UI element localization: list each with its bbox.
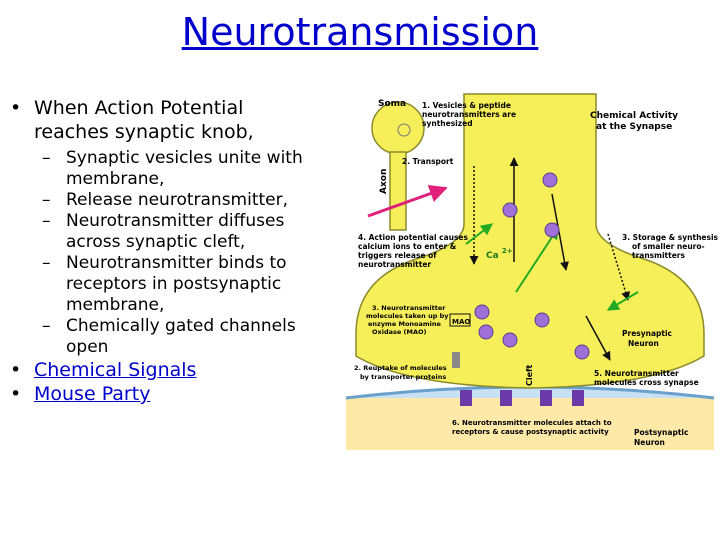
vesicle	[478, 324, 494, 340]
dash-marker: –	[42, 148, 51, 168]
sub-bullet-channels: – Chemically gated channels open	[10, 316, 335, 358]
sub-bullet-vesicles: – Synaptic vesicles unite with membrane,	[10, 148, 335, 190]
vesicle	[502, 332, 518, 348]
dash-marker: –	[42, 211, 51, 231]
postsynaptic-body	[346, 406, 714, 450]
sub-bullet-diffuses: – Neurotransmitter diffuses across synap…	[10, 211, 335, 253]
step5-label: 5. Neurotransmitter molecules cross syna…	[594, 369, 699, 387]
step6-label: 6. Neurotransmitter molecules attach to …	[452, 419, 614, 436]
sub-bullet-binds: – Neurotransmitter binds to receptors in…	[10, 253, 335, 316]
receptor	[500, 390, 512, 406]
receptor	[460, 390, 472, 406]
vesicle	[474, 304, 490, 320]
step1-label: 1. Vesicles & peptide neurotransmitters …	[422, 101, 519, 128]
bullet-action-potential: • When Action Potential reaches synaptic…	[10, 96, 335, 144]
sub-line: membrane,	[66, 295, 165, 315]
bullet-dot: •	[10, 359, 22, 381]
sub-bullet-release: – Release neurotransmitter,	[10, 190, 335, 211]
axon-shaft	[389, 151, 407, 231]
reuptake-label: 2. Reuptake of molecules by transporter …	[354, 364, 449, 381]
chemical-signals-link[interactable]: Chemical Signals	[34, 359, 197, 381]
dash-marker: –	[42, 316, 51, 336]
presynaptic-label: Presynaptic Neuron	[622, 329, 675, 348]
header-label: Chemical Activity at the Synapse	[590, 111, 681, 132]
sub-bullet-list: – Synaptic vesicles unite with membrane,…	[10, 148, 335, 358]
receptor	[572, 390, 584, 406]
dash-marker: –	[42, 253, 51, 273]
release-arrow	[515, 226, 559, 293]
step2-label: 2. Transport	[402, 157, 454, 166]
dash-marker: –	[42, 190, 51, 210]
mao-label: MAO	[452, 318, 470, 326]
calcium-arrow	[465, 223, 493, 245]
bullet-dot: •	[10, 383, 22, 405]
mao-box	[449, 313, 471, 327]
synapse-diagram: Soma Axon 1. Vesicles & peptide neurotra…	[345, 93, 719, 450]
bullet-text-line-2: reaches synaptic knob,	[34, 121, 254, 143]
bullet-text-line-1: When Action Potential	[34, 97, 244, 119]
soma-nucleus	[397, 123, 411, 137]
receptors	[460, 390, 584, 406]
vesicle	[544, 222, 560, 238]
action-potential-arrow	[367, 185, 448, 218]
sub-line: Neurotransmitter binds to	[66, 253, 287, 273]
transporter-protein	[452, 352, 460, 368]
sub-line: receptors in postsynaptic	[66, 274, 282, 294]
sub-line: across synaptic cleft,	[66, 232, 246, 252]
step3-label: 3. Storage & synthesis of smaller neuro-…	[622, 233, 720, 260]
sub-line: membrane,	[66, 169, 165, 189]
sub-line: Neurotransmitter diffuses	[66, 211, 285, 231]
bullet-mouse-party: • Mouse Party	[10, 382, 335, 406]
storage-arrow	[607, 233, 630, 301]
vesicle	[534, 312, 550, 328]
bullet-chemical-signals: • Chemical Signals	[10, 358, 335, 382]
enzyme-label: 3. Neurotransmitter molecules taken up b…	[366, 304, 451, 336]
sub-line: Chemically gated channels	[66, 316, 296, 336]
presynaptic-terminal	[355, 93, 705, 389]
cross-synapse-arrow	[585, 315, 611, 361]
vesicle	[574, 344, 590, 360]
presynaptic-pointer	[606, 291, 639, 311]
soma-label: Soma	[378, 99, 406, 109]
vesicle	[502, 202, 518, 218]
step4-label: 4. Action potential causes calcium ions …	[358, 233, 471, 269]
vesicles	[474, 172, 590, 360]
axon-label: Axon	[379, 169, 389, 194]
mouse-party-link[interactable]: Mouse Party	[34, 383, 151, 405]
bullet-dot: •	[10, 97, 22, 119]
sub-line: Release neurotransmitter,	[66, 190, 289, 210]
bullet-list: • When Action Potential reaches synaptic…	[10, 96, 335, 406]
sub-line: open	[66, 337, 109, 357]
vesicle	[542, 172, 558, 188]
slide-title[interactable]: Neurotransmission	[181, 10, 539, 54]
postsynaptic-label: Postsynaptic Neuron	[634, 428, 691, 447]
calcium-label: Ca 2+	[486, 247, 513, 261]
sub-line: Synaptic vesicles unite with	[66, 148, 303, 168]
cleft-label: Cleft	[525, 364, 534, 386]
receptor	[540, 390, 552, 406]
